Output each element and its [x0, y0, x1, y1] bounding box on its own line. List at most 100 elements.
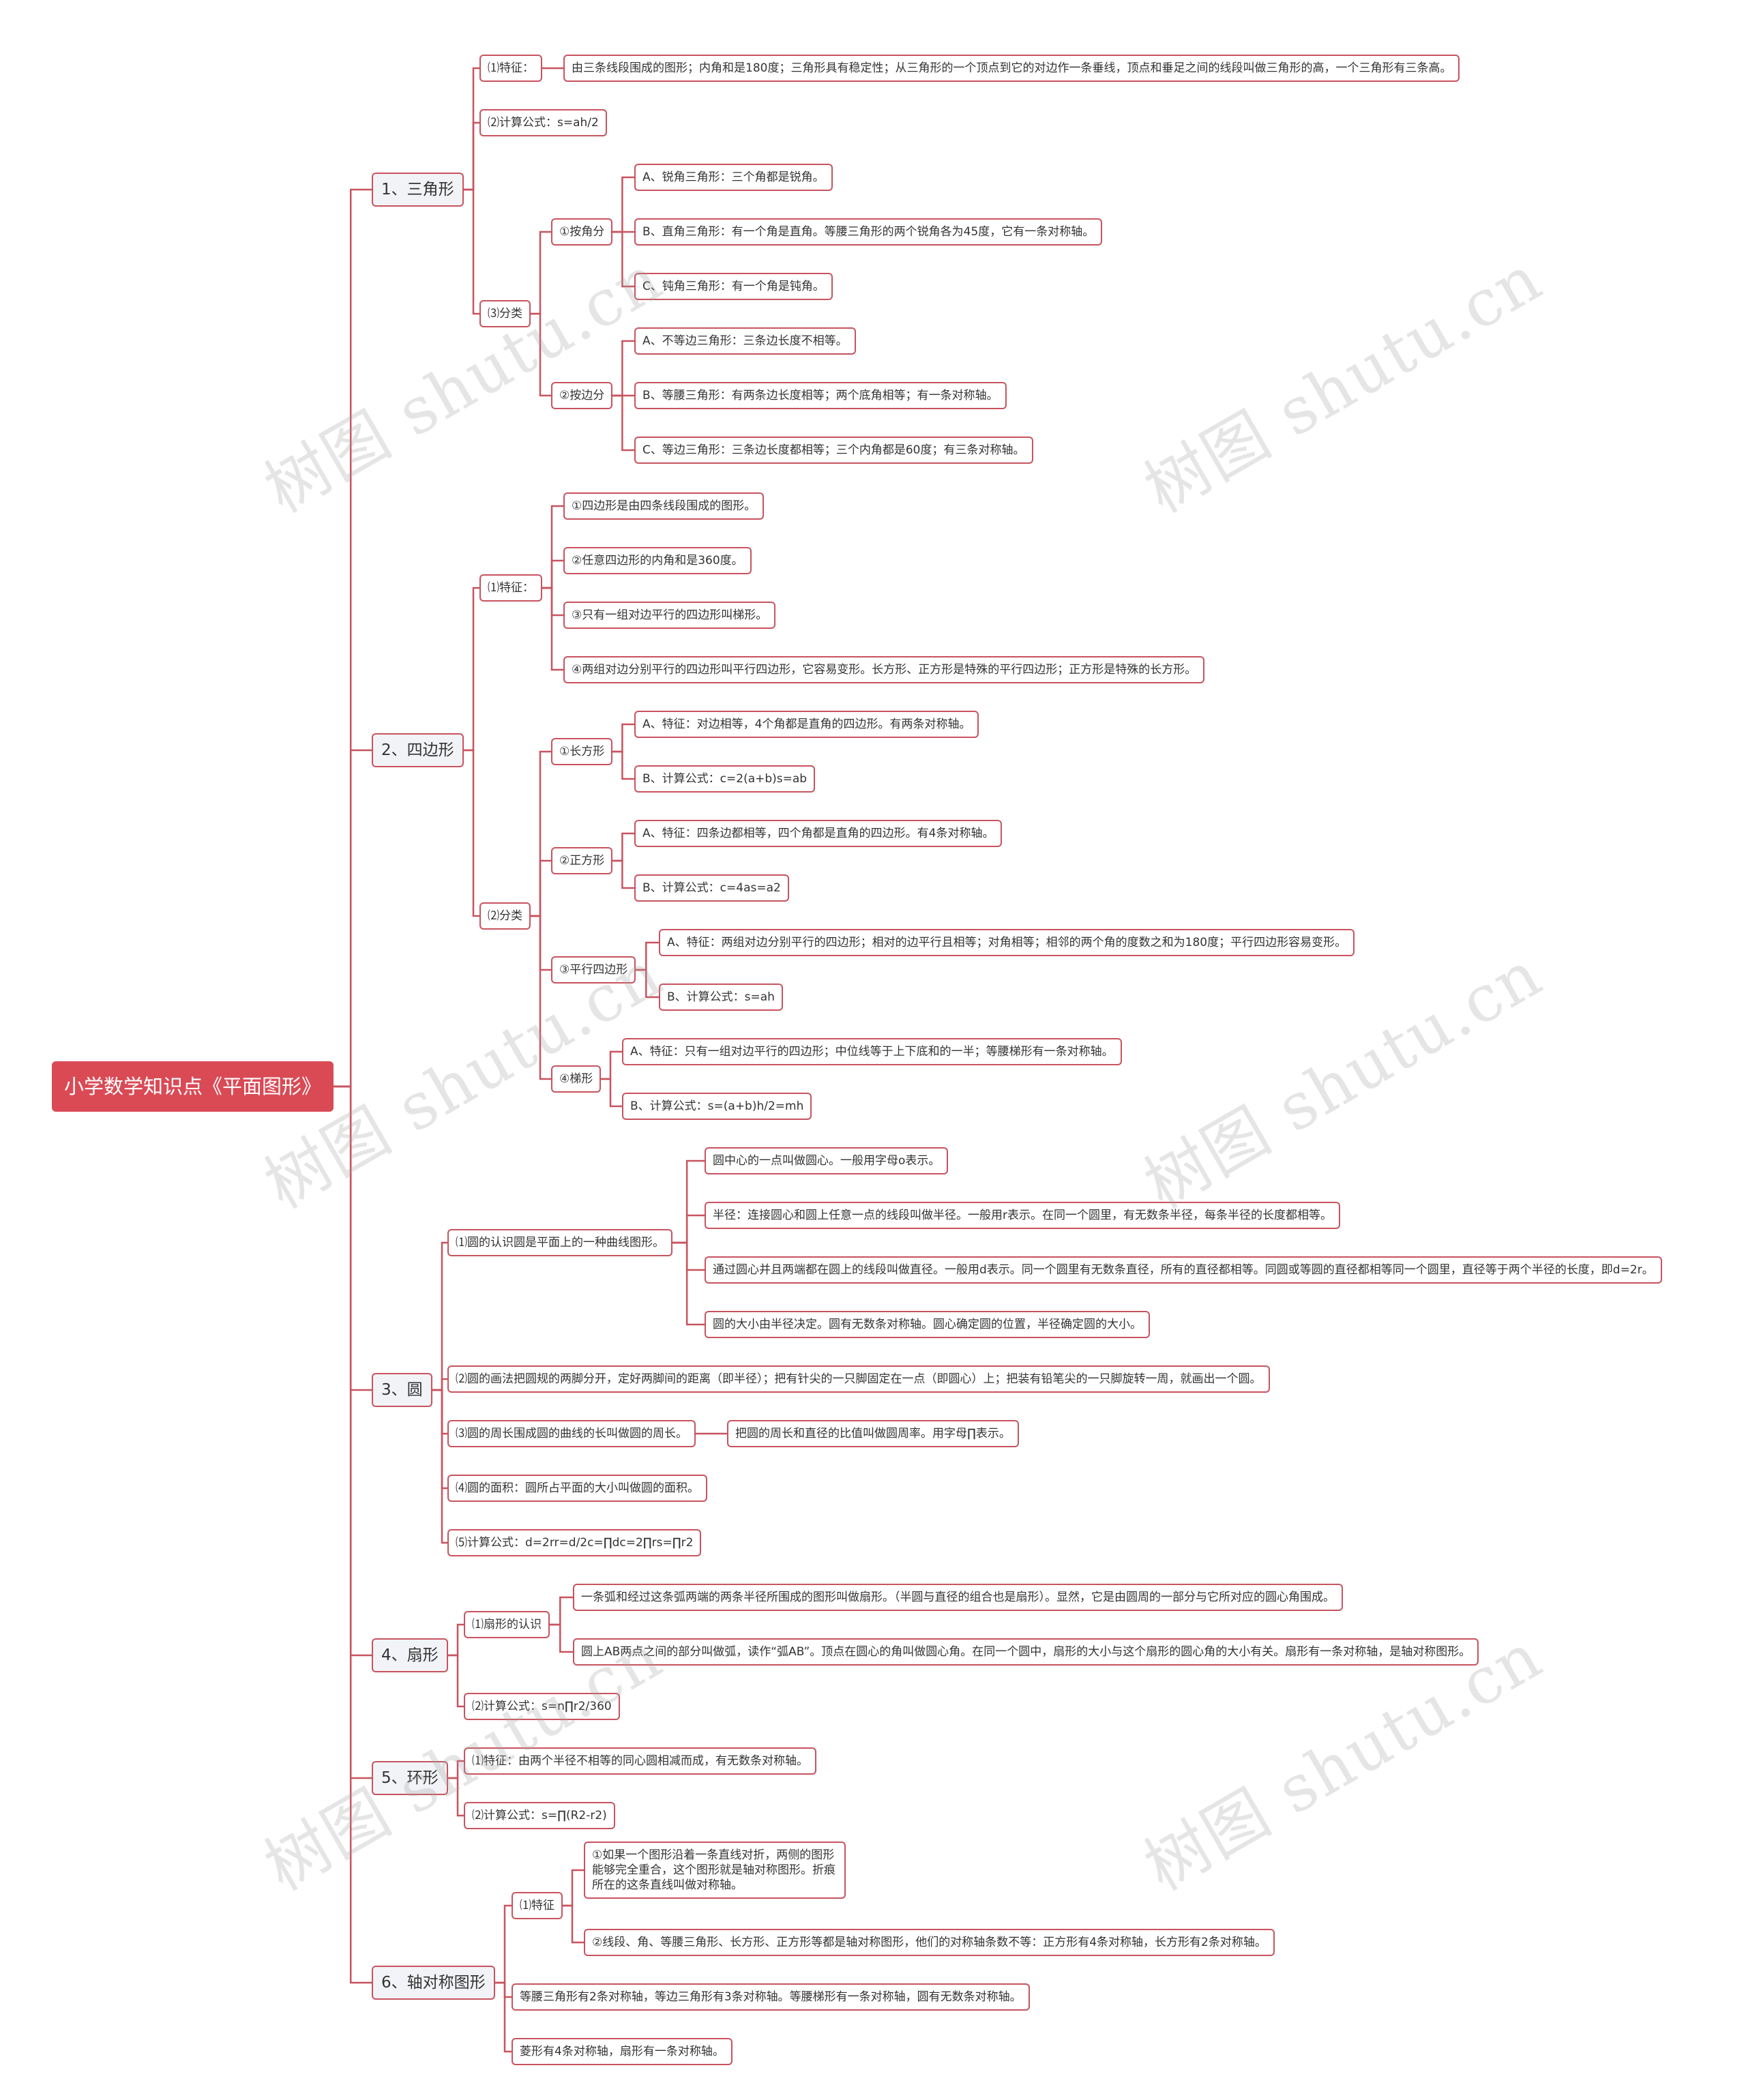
quad-square[interactable]: ②正方形: [551, 847, 613, 874]
connector-line: [612, 832, 634, 862]
sector-intro-item[interactable]: 圆上AB两点之间的部分叫做弧，读作“弧AB”。顶点在圆心的角叫做圆心角。在同一个…: [573, 1638, 1479, 1666]
connector-line: [464, 749, 479, 917]
branch-circle[interactable]: 3、圆: [372, 1373, 432, 1407]
connector-line: [563, 1869, 584, 1907]
quad-rectangle-item[interactable]: B、计算公式：c=2(a+b)s=ab: [634, 765, 816, 793]
triangle-angle-item[interactable]: B、直角三角形：有一个角是直角。等腰三角形的两个锐角各为45度，它有一条对称轴。: [634, 218, 1103, 246]
circle-intro-item[interactable]: 圆中心的一点叫做圆心。一般用字母o表示。: [705, 1147, 949, 1174]
axial-feature-item[interactable]: ①如果一个图形沿着一条直线对折，两侧的图形能够完全重合，这个图形就是轴对称图形。…: [584, 1842, 846, 1899]
triangle-side-item[interactable]: A、不等边三角形：三条边长度不相等。: [634, 327, 856, 355]
connector-line: [448, 1654, 464, 1708]
circle-perimeter[interactable]: ⑶圆的周长围成圆的曲线的长叫做圆的周长。: [447, 1420, 696, 1447]
connector-line: [464, 188, 479, 315]
connector-line: [612, 231, 634, 288]
quad-parallelogram-item[interactable]: B、计算公式：s=ah: [659, 984, 783, 1011]
quad-feature-item[interactable]: ④两组对边分别平行的四边形叫平行四边形，它容易变形。长方形、正方形是特殊的平行四…: [563, 656, 1205, 683]
connector-line: [448, 1777, 464, 1817]
quad-class-label[interactable]: ⑵分类: [479, 902, 531, 930]
quad-parallelogram[interactable]: ③平行四边形: [551, 956, 636, 984]
sector-intro[interactable]: ⑴扇形的认识: [464, 1611, 550, 1638]
circle-intro-item[interactable]: 半径：连接圆心和圆上任意一点的线段叫做半径。一般用r表示。在同一个圆里，有无数条…: [705, 1202, 1340, 1229]
circle-drawing[interactable]: ⑵圆的画法把圆规的两脚分开，定好两脚间的距离（即半径）；把有针尖的一只脚固定在一…: [447, 1365, 1270, 1393]
connector-line: [531, 915, 551, 1080]
quad-rectangle-item[interactable]: A、特征：对边相等，4个角都是直角的四边形。有两条对称轴。: [634, 711, 979, 738]
triangle-side-item[interactable]: B、等腰三角形：有两条边长度相等；两个底角相等；有一条对称轴。: [634, 382, 1007, 409]
triangle-feature-label[interactable]: ⑴特征：: [479, 55, 542, 82]
triangle-by-angle[interactable]: ①按角分: [551, 218, 613, 246]
axial-note[interactable]: 等腰三角形有2条对称轴，等边三角形有3条对称轴。等腰梯形有一条对称轴，圆有无数条…: [512, 1983, 1030, 2011]
branch-triangle[interactable]: 1、三角形: [372, 173, 464, 207]
branch-quadrilateral[interactable]: 2、四边形: [372, 733, 464, 767]
connector-line: [334, 1085, 372, 1779]
sector-formula[interactable]: ⑵计算公式：s=n∏r2/360: [464, 1693, 620, 1720]
circle-perimeter-item[interactable]: 把圆的周长和直径的比值叫做圆周率。用字母∏表示。: [727, 1420, 1019, 1447]
connector-line: [542, 587, 563, 671]
circle-intro-item[interactable]: 圆的大小由半径决定。圆有无数条对称轴。圆心确定圆的位置，半径确定圆的大小。: [705, 1311, 1150, 1338]
connector-line: [612, 394, 634, 452]
quad-square-item[interactable]: B、计算公式：c=4as=a2: [634, 874, 789, 902]
quad-feature-item[interactable]: ③只有一组对边平行的四边形叫梯形。: [563, 602, 776, 629]
connector-line: [432, 1389, 447, 1544]
triangle-angle-item[interactable]: C、钝角三角形：有一个角是钝角。: [634, 273, 833, 300]
connector-line: [672, 1241, 705, 1271]
quad-trapezoid-item[interactable]: A、特征：只有一组对边平行的四边形；中位线等于上下底和的一半；等腰梯形有一条对称…: [622, 1038, 1122, 1065]
connector-line: [334, 188, 372, 1088]
connector-line: [432, 1241, 447, 1391]
connector-line: [531, 312, 551, 397]
root-node[interactable]: 小学数学知识点《平面图形》: [52, 1061, 334, 1112]
connector-line: [636, 968, 659, 999]
connector-line: [612, 859, 634, 889]
quad-feature-item[interactable]: ①四边形是由四条线段围成的图形。: [563, 492, 765, 520]
quad-trapezoid-item[interactable]: B、计算公式：s=(a+b)h/2=mh: [622, 1093, 812, 1120]
connector-line: [432, 1389, 447, 1435]
connector-line: [636, 941, 659, 971]
circle-formula[interactable]: ⑸计算公式：d=2rr=d/2c=∏dc=2∏rs=∏r2: [447, 1529, 702, 1556]
connector-line: [612, 723, 634, 753]
circle-area[interactable]: ⑷圆的面积：圆所占平面的大小叫做圆的面积。: [447, 1475, 707, 1502]
triangle-angle-item[interactable]: A、锐角三角形：三个角都是锐角。: [634, 164, 833, 191]
connector-line: [495, 1981, 512, 1998]
connector-line: [550, 1596, 573, 1626]
axial-note[interactable]: 菱形有4条对称轴，扇形有一条对称轴。: [512, 2038, 733, 2065]
triangle-formula[interactable]: ⑵计算公式：s=ah/2: [479, 109, 607, 136]
sector-intro-item[interactable]: 一条弧和经过这条弧两端的两条半径所围成的图形叫做扇形。（半圆与直径的组合也是扇形…: [573, 1584, 1343, 1611]
quad-feature-item[interactable]: ②任意四边形的内角和是360度。: [563, 547, 752, 574]
connector-line: [495, 1904, 512, 1984]
connector-line: [334, 749, 372, 1088]
connector-line: [542, 559, 563, 589]
connector-line: [464, 67, 479, 191]
connector-line: [612, 176, 634, 233]
triangle-class-label[interactable]: ⑶分类: [479, 300, 531, 327]
triangle-side-item[interactable]: C、等边三角形：三条边长度都相等；三个内角都是60度；有三条对称轴。: [634, 437, 1033, 464]
connector-line: [464, 587, 479, 752]
quad-parallelogram-item[interactable]: A、特征：两组对边分别平行的四边形；相对的边平行且相等；对角相等；相邻的两个角的…: [659, 929, 1355, 956]
connector-line: [531, 859, 551, 917]
quad-feature-label[interactable]: ⑴特征：: [479, 574, 542, 602]
connector-line: [334, 1085, 372, 1657]
connector-line: [432, 1389, 447, 1490]
connector-line: [672, 1241, 705, 1326]
quad-trapezoid[interactable]: ④梯形: [551, 1065, 602, 1093]
quad-square-item[interactable]: A、特征：四条边都相等，四个角都是直角的四边形。有4条对称轴。: [634, 820, 1003, 847]
axial-feature-item[interactable]: ②线段、角、等腰三角形、长方形、正方形等都是轴对称图形，他们的对称轴条数不等：正…: [584, 1929, 1275, 1956]
annulus-formula[interactable]: ⑵计算公式：s=∏(R2-r2): [464, 1802, 615, 1829]
connector-line: [550, 1623, 573, 1653]
connector-line: [601, 1078, 622, 1108]
connector-line: [432, 1378, 447, 1391]
circle-intro-item[interactable]: 通过圆心并且两端都在圆上的线段叫做直径。一般用d表示。同一个圆里有无数条直径，所…: [705, 1256, 1662, 1284]
connector-line: [612, 340, 634, 397]
connector-line: [334, 1085, 372, 1984]
connector-line: [495, 1981, 512, 2053]
annulus-feature[interactable]: ⑴特征：由两个半径不相等的同心圆相减而成，有无数条对称轴。: [464, 1747, 816, 1775]
connector-line: [542, 505, 563, 589]
circle-intro[interactable]: ⑴圆的认识圆是平面上的一种曲线图形。: [447, 1229, 672, 1256]
axial-feature-label[interactable]: ⑴特征: [512, 1892, 563, 1919]
triangle-feature-text[interactable]: 由三条线段围成的图形；内角和是180度；三角形具有稳定性；从三角形的一个顶点到它…: [563, 55, 1460, 82]
quad-rectangle[interactable]: ①长方形: [551, 738, 613, 765]
branch-annulus[interactable]: 5、环形: [372, 1761, 448, 1795]
triangle-by-side[interactable]: ②按边分: [551, 382, 613, 409]
branch-axial-symmetry[interactable]: 6、轴对称图形: [372, 1966, 495, 2000]
branch-sector[interactable]: 4、扇形: [372, 1638, 448, 1672]
